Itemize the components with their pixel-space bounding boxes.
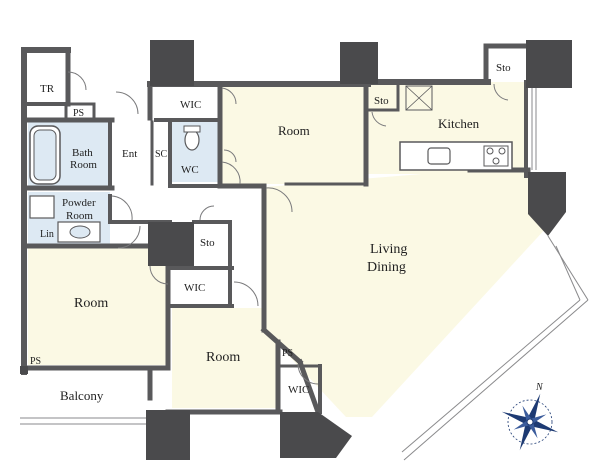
label-room-mid: Room <box>206 350 240 365</box>
pillar-top-left <box>150 40 194 86</box>
door-wic-top <box>221 87 237 105</box>
label-ps-top: PS <box>73 108 84 119</box>
label-room-left: Room <box>74 296 108 311</box>
door-room-top <box>221 161 241 185</box>
label-kitchen: Kitchen <box>438 116 480 131</box>
burner-2 <box>498 147 506 155</box>
terrace-edge-2 <box>403 299 589 461</box>
door-wic-bottom <box>297 363 319 385</box>
pillar-small-left <box>20 366 28 374</box>
sink <box>69 225 91 239</box>
door-sto-corner <box>493 83 509 101</box>
door-wic-mid <box>149 265 169 285</box>
label-tr: TR <box>40 83 55 95</box>
pillar-mid <box>148 222 194 266</box>
pillar-bottom-mid <box>280 412 352 458</box>
door-powder <box>111 195 133 221</box>
door-entrance <box>115 91 139 115</box>
wall-living-diag-down <box>296 358 322 416</box>
label-sto-kitchen: Sto <box>374 95 389 107</box>
door-sto-mid <box>199 205 215 221</box>
kitchen-sink <box>427 147 451 165</box>
compass-point-s <box>519 420 534 451</box>
door-wc <box>223 149 237 163</box>
label-wic-bottom: WIC <box>288 384 309 396</box>
label-wc: WC <box>181 164 199 176</box>
compass-rose-icon: N <box>501 382 559 451</box>
terrace-edge-1 <box>547 235 589 301</box>
toilet-tank <box>183 125 201 133</box>
cooktop <box>483 145 509 167</box>
label-bath-2: Room <box>70 159 97 171</box>
room-mid-floor <box>172 308 276 408</box>
label-bath-1: Bath <box>72 147 93 159</box>
balcony-lines <box>20 88 589 461</box>
room-left-floor <box>28 245 166 365</box>
label-sto-mid: Sto <box>200 237 215 249</box>
door-living <box>265 187 293 213</box>
bathtub-inner <box>33 129 57 181</box>
pillar-top-mid <box>340 42 378 84</box>
burner-1 <box>486 147 494 155</box>
pillars <box>20 40 572 460</box>
terrace-edge-4 <box>401 299 581 453</box>
room-top-floor <box>222 84 366 184</box>
label-living: Living <box>370 242 407 257</box>
label-balcony: Balcony <box>60 388 104 403</box>
label-wic-mid: WIC <box>184 282 205 294</box>
label-ps-bottom-mid: PS <box>282 348 293 359</box>
compass-point-w <box>501 411 532 426</box>
ps-top-box <box>64 102 96 122</box>
compass-north-label: N <box>535 382 544 393</box>
pillar-kitchen-corner <box>528 172 566 236</box>
label-sc: SC <box>155 149 168 160</box>
floor-fills <box>28 82 548 417</box>
label-lin: Lin <box>40 229 54 240</box>
door-room-left <box>117 225 141 249</box>
label-powder-1: Powder <box>62 197 96 209</box>
door-swings <box>67 71 509 385</box>
room-labels: TR PS Bath Room Ent SC WIC WC Room Sto S… <box>30 62 511 403</box>
door-tr <box>67 71 87 91</box>
toilet <box>184 129 200 151</box>
fixtures <box>29 85 513 243</box>
wall-living-diagonal <box>260 326 304 366</box>
compass-point-e <box>528 418 559 433</box>
label-room-top: Room <box>278 123 310 138</box>
door-room-mid <box>233 281 259 307</box>
fridge-space <box>405 85 433 111</box>
label-dining: Dining <box>367 260 406 275</box>
label-ent: Ent <box>122 148 137 160</box>
burner-3 <box>492 157 500 165</box>
fridge-x-2 <box>405 85 433 111</box>
compass-point-n <box>526 393 541 424</box>
label-wic-top: WIC <box>180 99 201 111</box>
compass-ring <box>507 399 553 445</box>
living-dining-floor <box>265 170 548 417</box>
label-ps-bottom-left: PS <box>30 356 41 367</box>
washer <box>29 195 55 219</box>
compass-center <box>526 418 534 426</box>
pillar-top-right <box>526 40 572 88</box>
terrace-edge-3 <box>555 245 581 301</box>
label-sto-corner: Sto <box>496 62 511 74</box>
label-powder-2: Room <box>66 210 93 222</box>
door-sto-kitchen <box>371 111 387 127</box>
pillar-bottom-left <box>146 410 190 460</box>
